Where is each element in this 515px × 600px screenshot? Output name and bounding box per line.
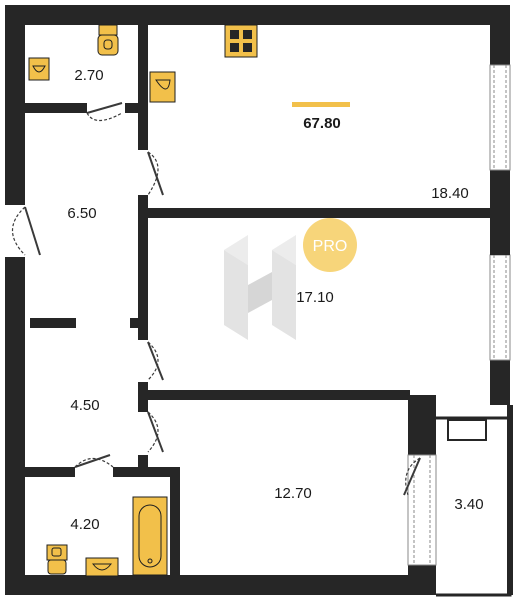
door-icon <box>11 206 41 256</box>
room-area-room: 12.70 <box>274 485 312 502</box>
interior-walls <box>5 18 490 575</box>
balcony-wall-right <box>507 405 513 595</box>
toilet-icon <box>46 544 68 575</box>
pro-badge: PRO <box>303 218 357 272</box>
stove-icon <box>224 24 258 58</box>
pro-badge-label: PRO <box>313 238 348 255</box>
window-icon <box>489 64 511 171</box>
room-area-wc: 2.70 <box>74 67 103 84</box>
window-icon <box>407 454 437 566</box>
balcony-frame <box>447 419 487 441</box>
bathtub-icon <box>132 496 168 576</box>
watermark-logo-icon <box>224 235 296 340</box>
room-area-hall: 6.50 <box>67 205 96 222</box>
door-icon <box>147 151 164 196</box>
right-wall-segment <box>490 218 510 255</box>
sink-icon <box>149 71 176 103</box>
window-icon <box>489 254 511 361</box>
total-area-label: 67.80 <box>303 115 341 132</box>
total-area-bar <box>292 102 350 107</box>
washing-machine-icon <box>85 557 119 577</box>
sink-icon <box>28 57 50 81</box>
door-icon <box>147 411 164 453</box>
entry-gap <box>5 205 25 257</box>
room-area-balcony: 3.40 <box>454 496 483 513</box>
room-area-bedroom: 17.10 <box>296 289 334 306</box>
door-icon <box>86 102 123 122</box>
room-area-kitchen-living: 18.40 <box>431 185 469 202</box>
door-icon <box>147 341 164 381</box>
room-area-corridor: 4.50 <box>70 397 99 414</box>
door-icon <box>403 457 421 496</box>
room-area-bathroom: 4.20 <box>70 516 99 533</box>
door-icon <box>74 454 114 468</box>
toilet-icon <box>97 24 119 56</box>
